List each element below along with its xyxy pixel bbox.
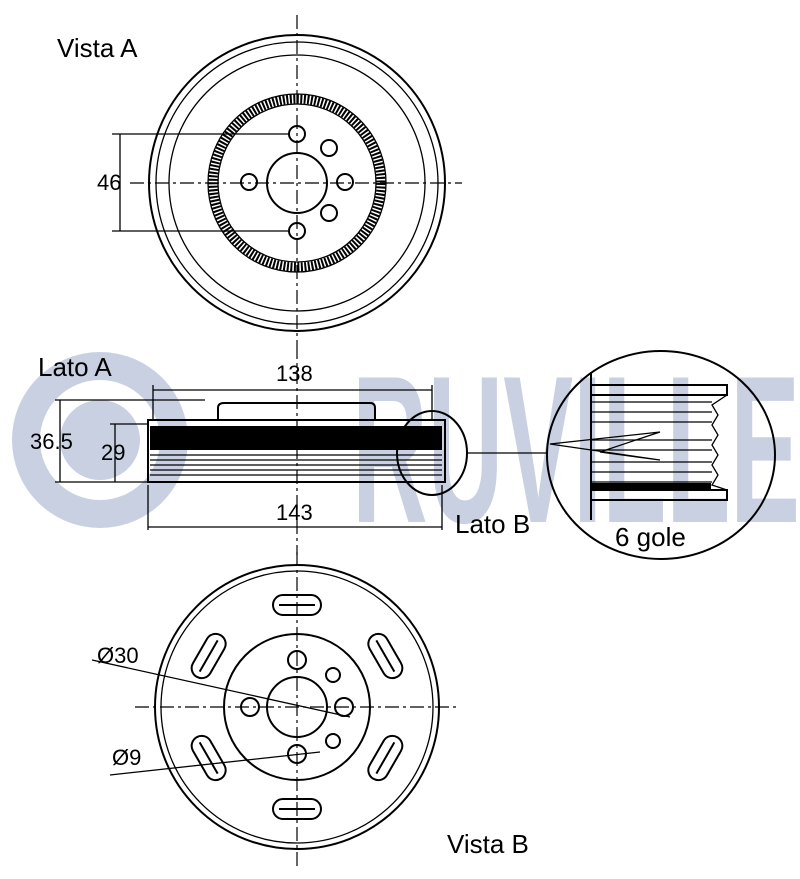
vista-a-view: Vista A 46 (57, 15, 462, 345)
side-view: Lato A Lato B 138 143 36.5 29 (30, 345, 776, 560)
dim-height-total: 36.5 (30, 429, 73, 454)
dim-height-groove: 29 (101, 440, 125, 465)
slots (190, 594, 404, 820)
dim-bolt-circle: 46 (97, 170, 121, 195)
vista-b-label: Vista B (447, 829, 529, 859)
dim-hub-diameter: Ø30 (97, 643, 139, 668)
dim-hole-diameter: Ø9 (112, 745, 141, 770)
lato-b-label: Lato B (455, 509, 530, 539)
lato-a-label: Lato A (38, 352, 112, 382)
vista-b-view: Vista B Ø30 Ø9 (91, 552, 529, 870)
dim-width-top: 138 (276, 361, 313, 386)
vista-a-label: Vista A (57, 33, 138, 63)
groove-detail (549, 372, 728, 520)
dim-width-bottom: 143 (276, 500, 313, 525)
grooves-label: 6 gole (615, 522, 686, 552)
